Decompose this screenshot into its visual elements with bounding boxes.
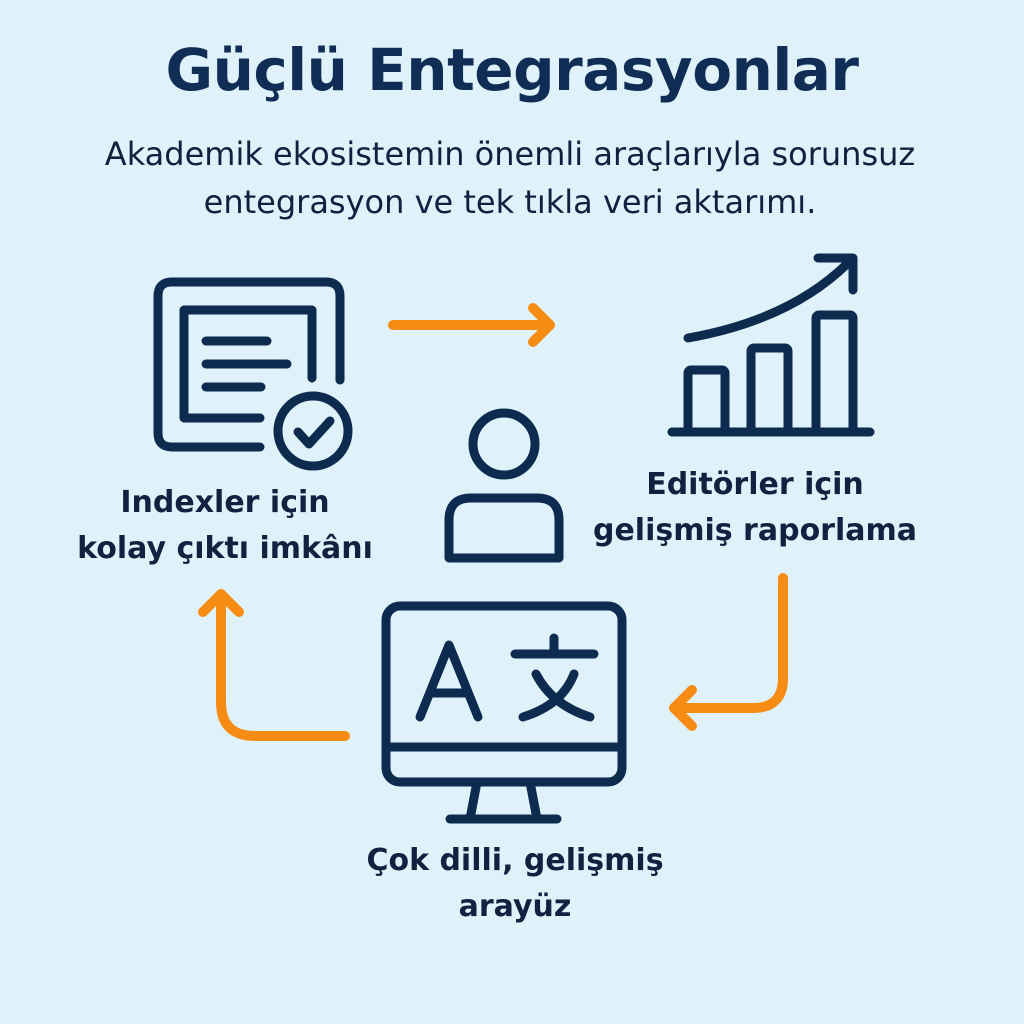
node-label-editors: Editörler için gelişmiş raporlama (592, 467, 918, 548)
user-icon (444, 408, 564, 563)
arrow-up-left-icon (198, 589, 350, 741)
arrow-right-icon (388, 303, 555, 347)
node-label-indexers: Indexler için kolay çıktı imkânı (77, 485, 373, 566)
subtitle-line-1: Akademik ekosistemin önemli araçlarıyla … (104, 135, 916, 173)
document-check-icon (153, 277, 353, 471)
growth-chart-icon (667, 253, 875, 437)
node-label-interface: Çok dilli, gelişmiş arayüz (366, 843, 664, 924)
page-title: Güçlü Entegrasyonlar (165, 36, 859, 104)
page-subtitle: Akademik ekosistemin önemli araçlarıyla … (60, 130, 960, 226)
monitor-translate-icon (381, 601, 627, 824)
subtitle-line-2: entegrasyon ve tek tıkla veri aktarımı. (203, 183, 817, 221)
arrow-down-left-icon (669, 573, 788, 731)
